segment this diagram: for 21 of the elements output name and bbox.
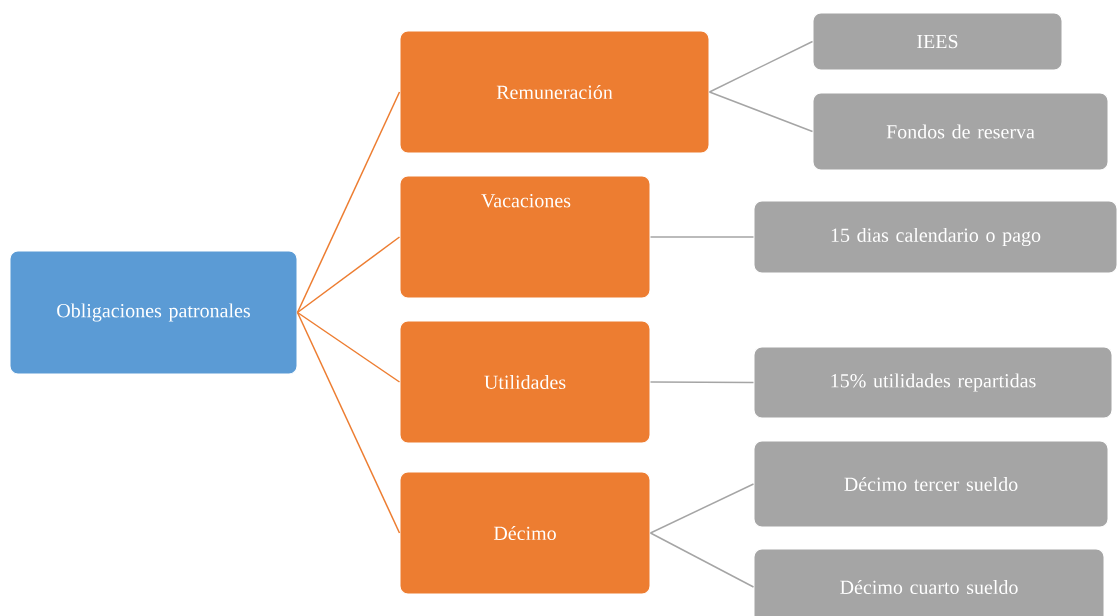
detail-box: Décimo cuarto sueldo [753, 548, 1105, 616]
category-box: Vacaciones [399, 175, 651, 299]
connector-line [649, 483, 755, 534]
detail-box: Fondos de reserva [812, 92, 1109, 171]
connector-line [708, 40, 814, 93]
connector-line [296, 236, 401, 314]
category-box: Remuneración [399, 30, 710, 154]
category-box: Utilidades [399, 320, 651, 444]
connector-line [708, 91, 814, 133]
detail-box: 15 dias calendario o pago [753, 200, 1118, 274]
connector-line [649, 532, 755, 588]
connector-line [296, 311, 401, 383]
connector-line [296, 91, 401, 314]
connector-line [649, 236, 755, 238]
detail-box: 15% utilidades repartidas [753, 346, 1113, 419]
connector-line [296, 311, 401, 534]
connector-line [649, 381, 755, 384]
category-box: Décimo [399, 471, 651, 595]
root-box: Obligaciones patronales [9, 250, 298, 375]
detail-box: IEES [812, 12, 1063, 71]
detail-box: Décimo tercer sueldo [753, 440, 1109, 528]
